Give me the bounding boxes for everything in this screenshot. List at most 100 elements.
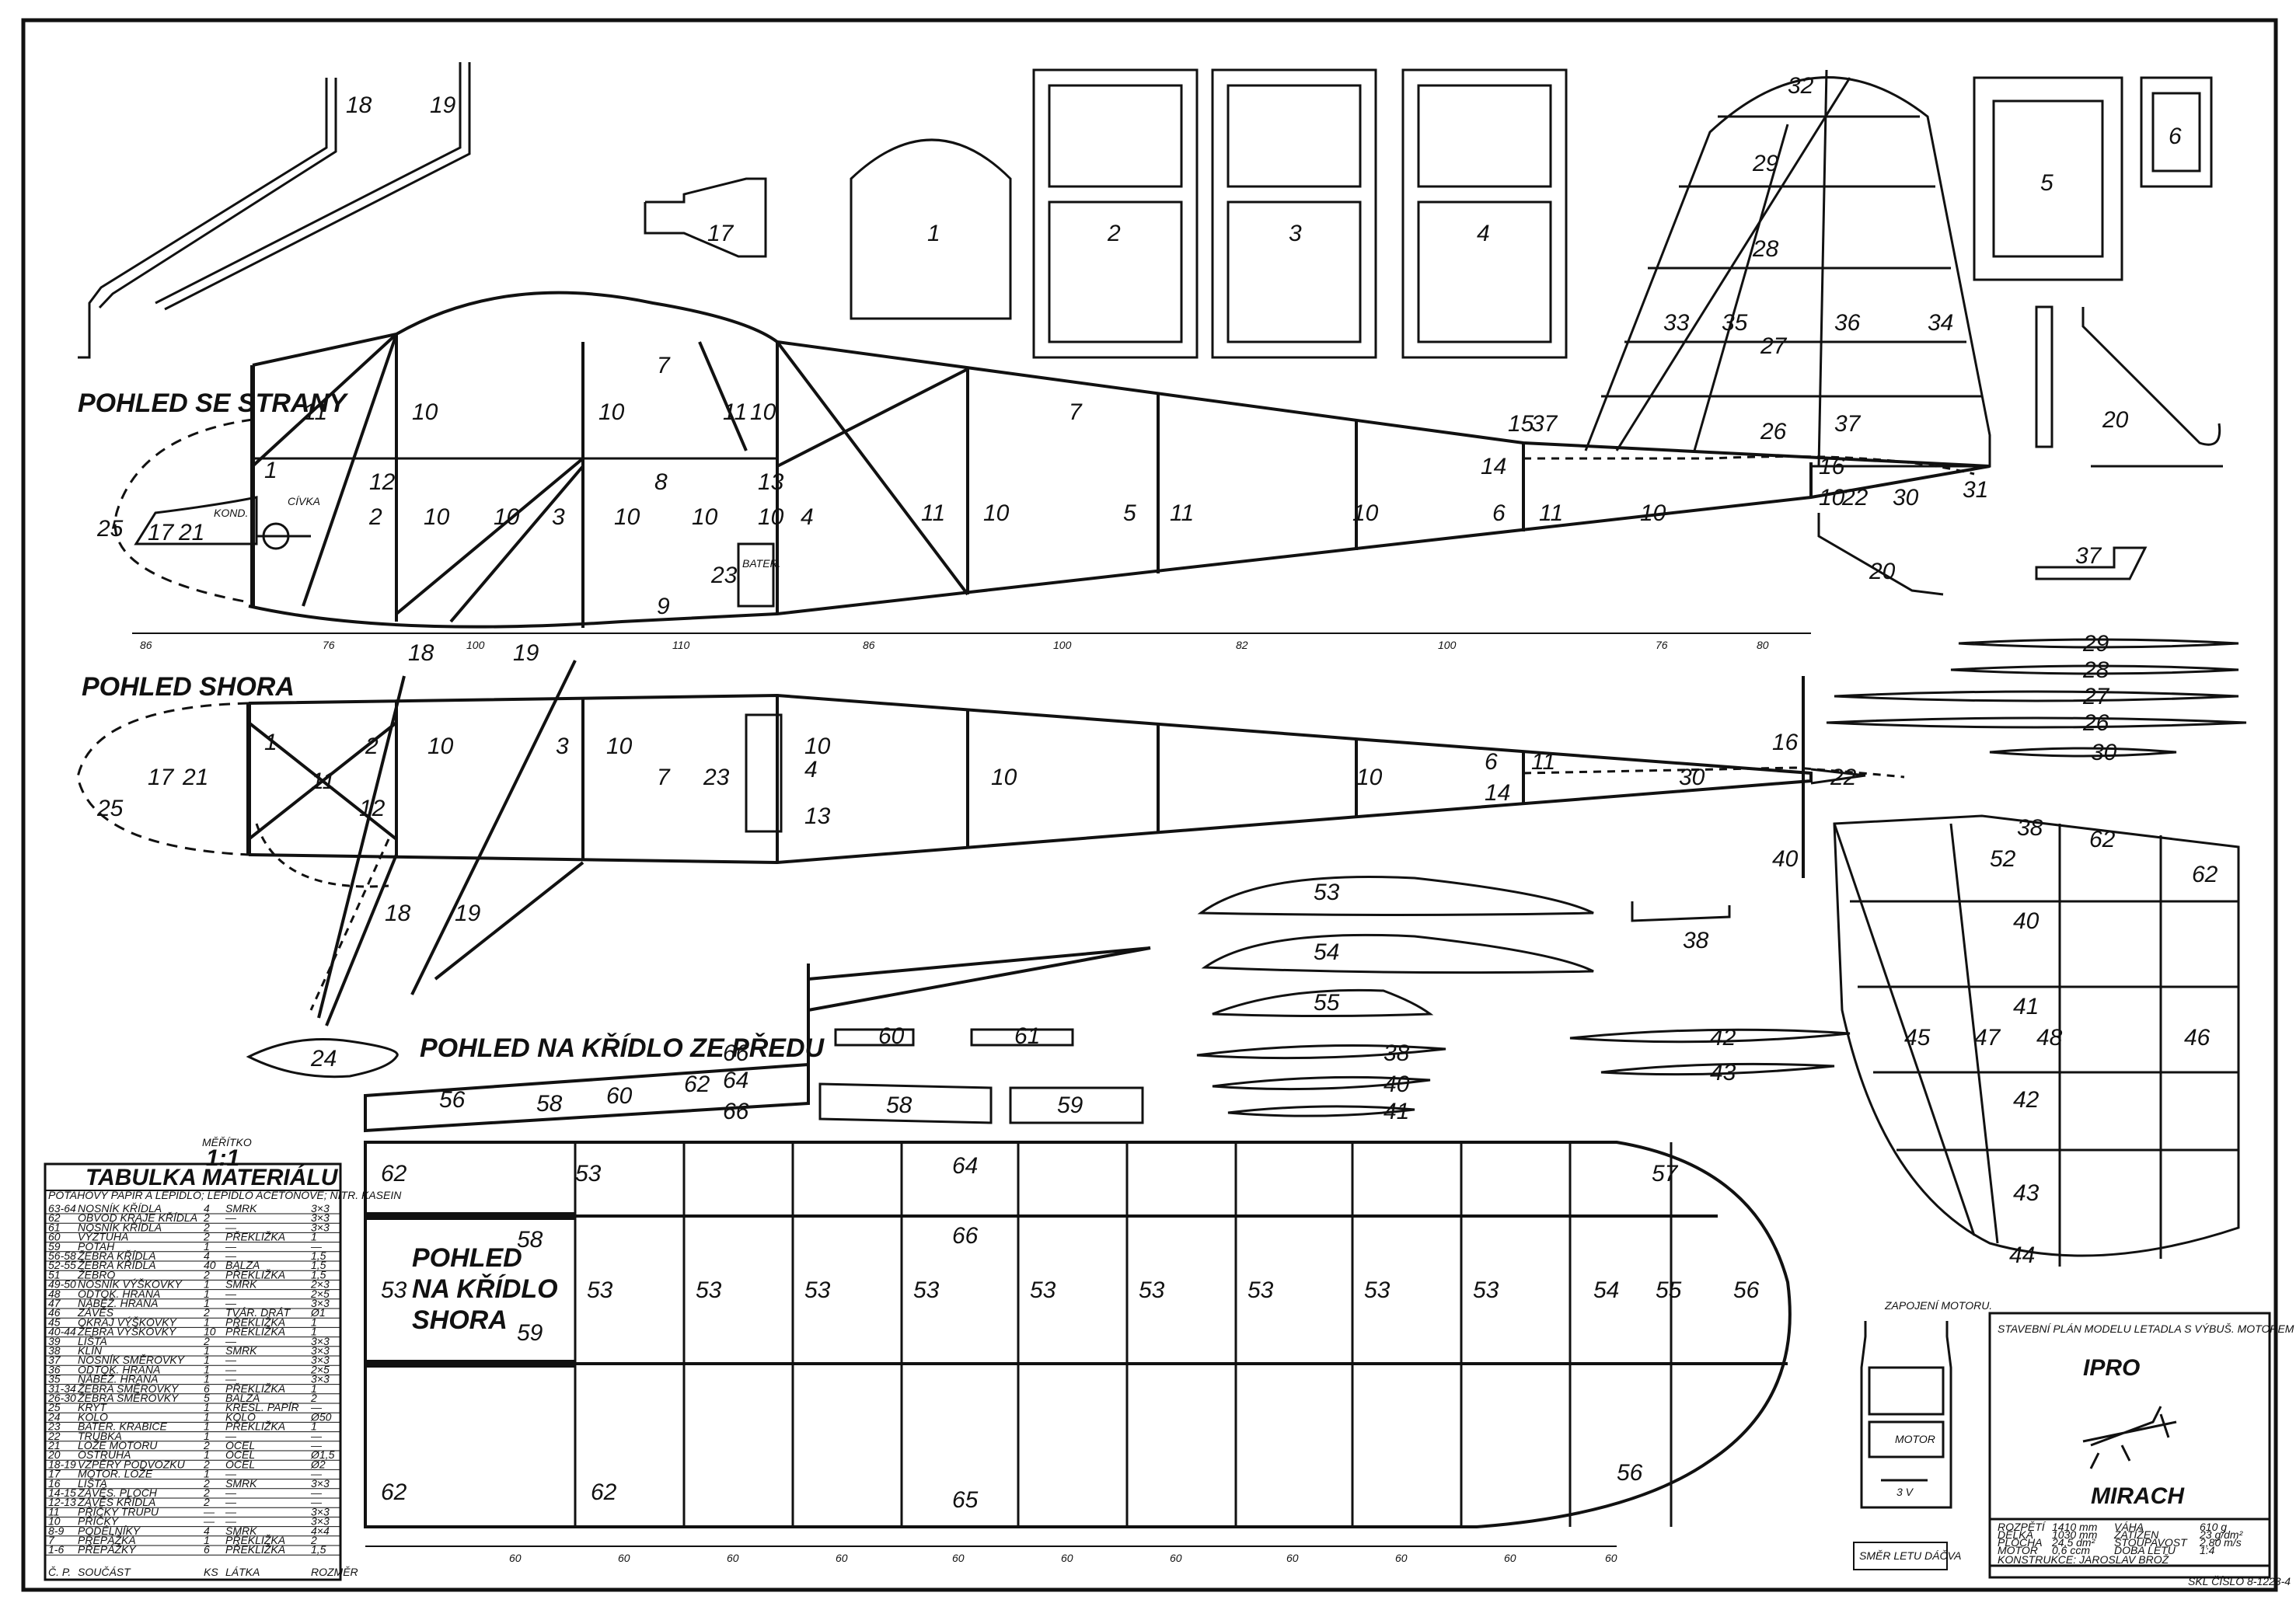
spec-cell: MOTOR — [1998, 1544, 2038, 1556]
material-row-cell: 1 — [204, 1316, 210, 1328]
part-label-40: 38 — [1683, 928, 1709, 953]
material-row-cell: NOSNÍK SMĚROVKY — [78, 1354, 186, 1366]
top-part-10e: 10 — [1356, 765, 1383, 790]
material-row-cell: NÁBĚŽ. HRANA — [78, 1297, 158, 1309]
spec-cell: STOUPAVOST — [2114, 1536, 2188, 1549]
part-label-19: 19 — [430, 92, 456, 118]
material-row-cell: — — [310, 1496, 323, 1508]
part-label-2: 2 — [1107, 221, 1121, 246]
material-row-cell: 16 — [48, 1477, 61, 1490]
material-row-cell: — — [225, 1288, 237, 1300]
material-row-cell: OKRAJ VÝŠKOVKY — [78, 1316, 177, 1328]
wing-rib-label-52: 53 — [913, 1277, 940, 1303]
material-row-cell: — — [225, 1297, 237, 1309]
side-part-6: 6 — [1492, 500, 1506, 526]
material-row-cell: PŘEKLIŽKA — [225, 1382, 285, 1395]
wing-dimension-5: 60 — [1061, 1552, 1073, 1564]
material-row-cell: 18-19 — [48, 1458, 76, 1470]
material-row-cell: 5 — [204, 1392, 210, 1404]
material-row-cell: 3×3 — [311, 1202, 330, 1214]
side-part-11d: 11 — [1170, 500, 1194, 526]
top-part-18a: 18 — [408, 640, 434, 666]
material-row-cell: — — [225, 1505, 237, 1518]
material-row-cell: MOTOR. LOŽE — [78, 1468, 153, 1480]
material-row-cell: 56-58 — [48, 1249, 76, 1262]
material-row-cell: 60 — [48, 1231, 61, 1243]
wing-top-65: 66 — [952, 1223, 979, 1249]
side-part-10j: 10 — [1352, 500, 1379, 526]
material-row-cell: 1,5 — [311, 1543, 326, 1556]
material-row-cell: 4 — [204, 1249, 210, 1262]
material-row-cell: 4 — [204, 1525, 210, 1537]
side-part-10d: 10 — [614, 504, 640, 530]
view-title-wing-top-3: SHORA — [412, 1305, 508, 1335]
top-part-7: 7 — [657, 765, 671, 790]
wing-top-62b: 62 — [381, 1479, 407, 1505]
front-part-65a: 66 — [723, 1040, 749, 1066]
top-part-46: 40 — [1772, 846, 1799, 872]
material-row-cell: PŘEKLIŽKA — [225, 1316, 285, 1328]
part-38-detail — [2035, 546, 2148, 580]
strut-parts-18-19 — [78, 62, 471, 359]
material-row-cell: NÁBĚŽ. HRANA — [78, 1373, 158, 1385]
material-row-cell: 40 — [204, 1259, 216, 1271]
stab-part-49: 47 — [1974, 1025, 2001, 1051]
material-row-cell: BALZA — [225, 1392, 260, 1404]
material-footer-cell: Č. P. — [48, 1566, 71, 1578]
spec-cell: PLOCHA — [1998, 1536, 2043, 1549]
part-label-60: 60 — [878, 1023, 905, 1049]
rudder-side-view — [1584, 69, 1991, 497]
stabilizer-top-view — [1833, 814, 2240, 1267]
title-maker: IPRO — [2083, 1355, 2140, 1381]
stab-part-51: 52 — [1990, 846, 2016, 872]
top-part-17: 17 — [148, 765, 175, 790]
material-row-cell: 63-64 — [48, 1202, 76, 1214]
part-label-59: 59 — [1057, 1092, 1083, 1118]
side-part-30: 30 — [1893, 485, 1919, 511]
rib-26: 26 — [2082, 710, 2109, 736]
material-row-cell: 39 — [48, 1335, 61, 1347]
material-row-cell: 3×3 — [311, 1477, 330, 1490]
material-row-cell: 3×3 — [311, 1221, 330, 1233]
material-row-cell: 1 — [204, 1401, 210, 1413]
spec-cell: 610 g — [2200, 1521, 2227, 1533]
view-title-wing-front: POHLED NA KŘÍDLO ZE PŘEDU — [420, 1033, 825, 1063]
material-row-cell: 1 — [204, 1420, 210, 1433]
material-row-cell: LIŠTA — [78, 1477, 107, 1490]
fuselage-side-view — [113, 291, 1991, 629]
material-row-cell: SMRK — [225, 1278, 257, 1291]
view-title-wing-top-2: NA KŘÍDLO — [412, 1274, 558, 1304]
material-row-cell: 1 — [311, 1326, 317, 1338]
rudder-ribs — [1826, 638, 2247, 758]
bulkhead-part-1 — [850, 138, 1012, 320]
wing-top-53: 54 — [1593, 1277, 1619, 1303]
material-row-cell: PŘEKLIŽKA — [225, 1543, 285, 1556]
material-row-cell: SMRK — [225, 1344, 257, 1357]
spec-cell: 2,80 m/s — [2199, 1536, 2242, 1549]
top-part-10d: 10 — [991, 765, 1017, 790]
material-row-cell: 1 — [204, 1297, 210, 1309]
material-footer-cell: LÁTKA — [225, 1566, 260, 1578]
wing-dimension-3: 60 — [836, 1552, 848, 1564]
wing-rib-label-52: 53 — [1139, 1277, 1165, 1303]
material-row-cell: KRYT — [78, 1401, 107, 1413]
material-row-cell: — — [225, 1354, 237, 1366]
material-row-cell: NOSNÍK VÝŠKOVKY — [78, 1278, 183, 1291]
material-row-cell: BALZA — [225, 1259, 260, 1271]
scale-caption: MĚŘÍTKO — [202, 1136, 252, 1148]
material-row-cell: 59 — [48, 1240, 61, 1253]
material-row-cell: 40-44 — [48, 1326, 76, 1338]
wing-dimension-7: 60 — [1286, 1552, 1299, 1564]
material-row-cell: 1 — [204, 1448, 210, 1461]
material-table: TABULKA MATERIÁLU POTAHOVÝ PAPÍR A LEPID… — [44, 1162, 402, 1581]
material-row-cell: — — [225, 1468, 237, 1480]
spec-cell: VÁHA — [2114, 1521, 2144, 1533]
rib-27: 27 — [2082, 684, 2110, 709]
material-row-cell: 3×3 — [311, 1354, 330, 1366]
material-row-cell: BATER. KRABICE — [78, 1420, 168, 1433]
side-dimension-4: 86 — [863, 639, 875, 651]
top-part-22: 22 — [1830, 765, 1857, 790]
material-row-cell: 3×3 — [311, 1335, 330, 1347]
material-row-cell: — — [225, 1496, 237, 1508]
